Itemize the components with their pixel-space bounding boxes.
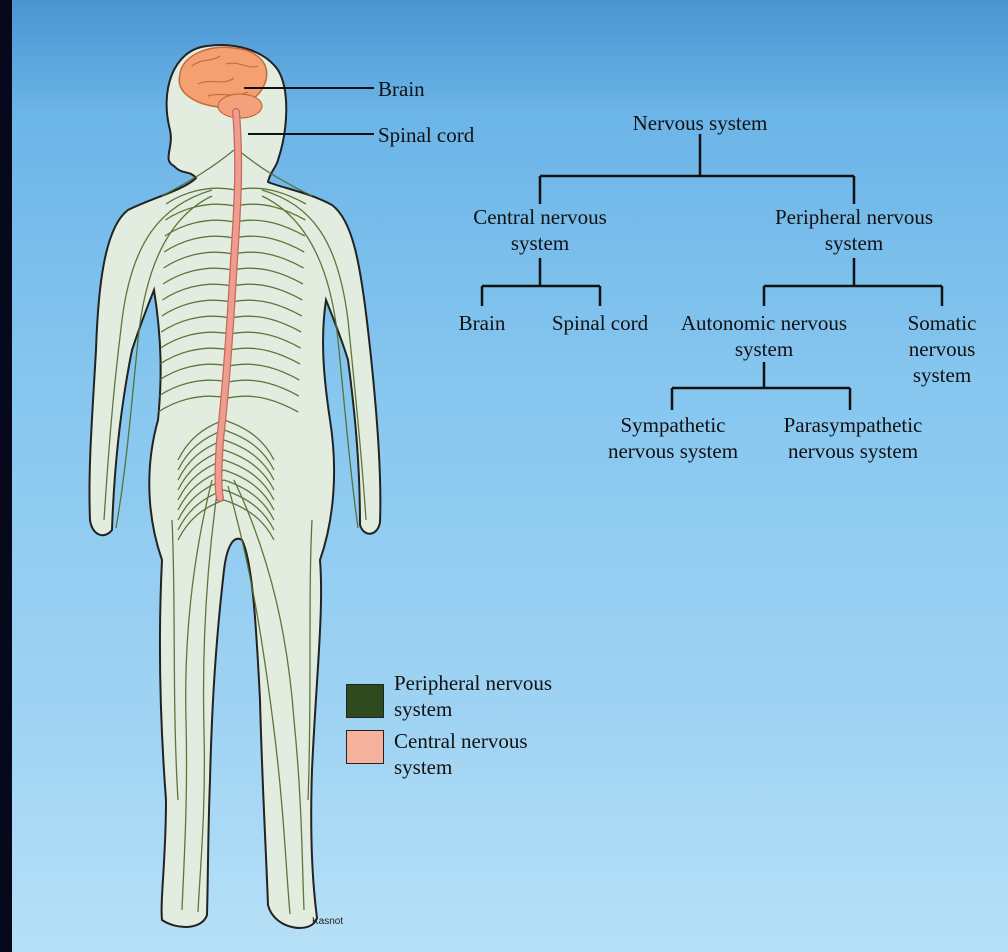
legend-label-peripheral: Peripheral nervous system bbox=[394, 670, 584, 722]
tree-node-brain: Brain bbox=[438, 310, 526, 336]
legend-label-central: Central nervous system bbox=[394, 728, 564, 780]
artist-credit: Kasnot bbox=[312, 916, 343, 927]
tree-node-spinal-cord: Spinal cord bbox=[536, 310, 664, 336]
tree-node-nervous-system: Nervous system bbox=[600, 110, 800, 136]
brain-label: Brain bbox=[378, 76, 425, 102]
tree-node-sympathetic: Sympathetic nervous system bbox=[598, 412, 748, 464]
legend-swatch-central bbox=[346, 730, 384, 764]
tree-node-peripheral: Peripheral nervous system bbox=[752, 204, 956, 256]
tree-node-central: Central nervous system bbox=[460, 204, 620, 256]
tree-node-parasympathetic: Parasympathetic nervous system bbox=[768, 412, 938, 464]
spinal-cord-label: Spinal cord bbox=[378, 122, 474, 148]
tree-node-somatic: Somatic nervous system bbox=[896, 310, 988, 388]
tree-connectors bbox=[482, 134, 942, 410]
nervous-system-figure bbox=[12, 0, 1008, 952]
legend-swatch-peripheral bbox=[346, 684, 384, 718]
tree-node-autonomic: Autonomic nervous system bbox=[666, 310, 862, 362]
diagram-stage: Brain Spinal cord Nervous system Central… bbox=[12, 0, 1008, 952]
